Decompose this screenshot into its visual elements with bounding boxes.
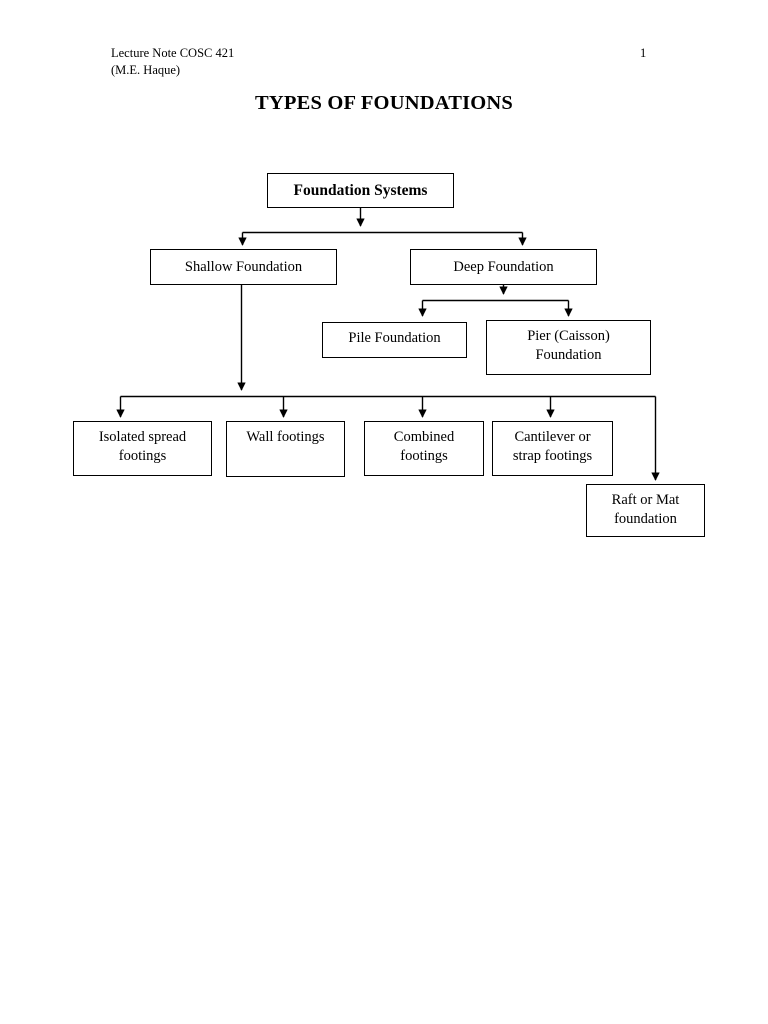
node-label-line1: Raft or Mat bbox=[611, 492, 680, 508]
node-combined-footings[interactable]: Combined footings bbox=[364, 421, 484, 476]
node-label-line2: Foundation bbox=[535, 347, 602, 363]
node-shallow-foundation[interactable]: Shallow Foundation bbox=[150, 249, 337, 285]
node-label-line2: foundation bbox=[614, 511, 677, 527]
node-label-line2: footings bbox=[118, 448, 167, 464]
node-foundation-systems[interactable]: Foundation Systems bbox=[267, 173, 454, 208]
node-pier-caisson-foundation[interactable]: Pier (Caisson) Foundation bbox=[486, 320, 651, 375]
header-left: Lecture Note COSC 421 (M.E. Haque) bbox=[111, 45, 234, 79]
node-label: Pile Foundation bbox=[348, 330, 441, 346]
node-label: Foundation Systems bbox=[293, 182, 428, 199]
header-author-line: (M.E. Haque) bbox=[111, 63, 181, 77]
node-label-line2: footings bbox=[400, 448, 448, 464]
node-label-line2: strap footings bbox=[512, 448, 593, 464]
node-deep-foundation[interactable]: Deep Foundation bbox=[410, 249, 597, 285]
header-course-line: Lecture Note COSC 421 bbox=[111, 46, 235, 60]
node-raft-mat-foundation[interactable]: Raft or Mat foundation bbox=[586, 484, 705, 537]
node-label-line1: Wall footings bbox=[246, 429, 325, 445]
node-label-line1: Pier (Caisson) bbox=[527, 328, 610, 344]
node-label-line1: Cantilever or bbox=[514, 429, 591, 445]
node-label-line1: Isolated spread bbox=[98, 429, 187, 445]
node-label-line1: Combined bbox=[393, 429, 455, 445]
page-title: TYPES OF FOUNDATIONS bbox=[255, 92, 513, 114]
node-isolated-spread-footings[interactable]: Isolated spread footings bbox=[73, 421, 212, 476]
node-label: Deep Foundation bbox=[453, 258, 554, 275]
page-number: 1 bbox=[640, 46, 647, 60]
node-pile-foundation[interactable]: Pile Foundation bbox=[322, 322, 467, 358]
node-wall-footings[interactable]: Wall footings bbox=[226, 421, 345, 477]
node-cantilever-strap-footings[interactable]: Cantilever or strap footings bbox=[492, 421, 613, 476]
node-label: Shallow Foundation bbox=[184, 258, 303, 275]
